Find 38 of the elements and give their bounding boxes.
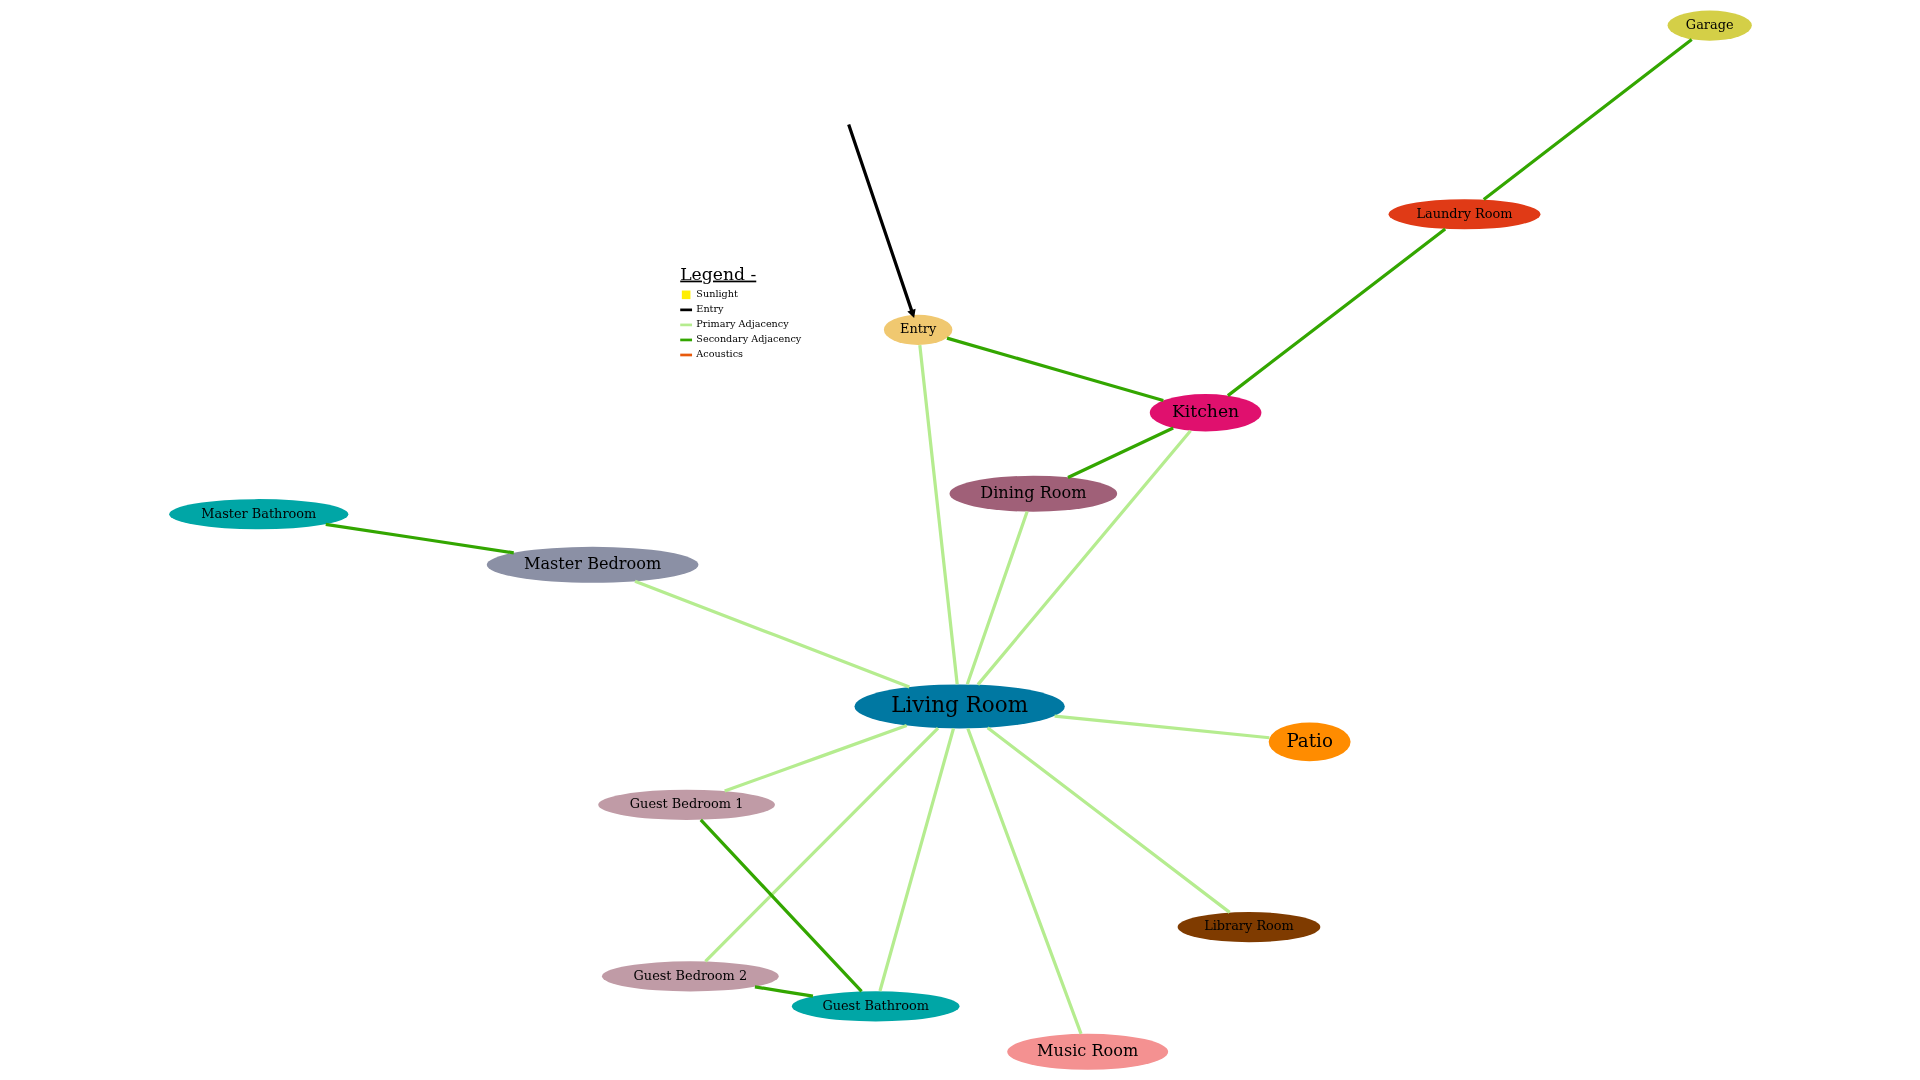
- label: Legend -: [679, 263, 756, 284]
- connector: [754, 985, 813, 998]
- node-ellipse: Library Room: [1177, 912, 1320, 943]
- connector: [1482, 38, 1693, 201]
- node-ellipse: Master Bedroom: [486, 546, 698, 583]
- legend-label: Sunlight: [695, 288, 738, 300]
- connector: [699, 818, 863, 993]
- node-ellipse: Music Room: [1006, 1033, 1168, 1070]
- connector: [1226, 227, 1446, 397]
- connector: [1053, 714, 1269, 740]
- node-ellipse: Laundry Room: [1388, 199, 1540, 230]
- connector: [917, 345, 959, 685]
- node-ellipse: Entry: [883, 314, 952, 345]
- node-ellipse: Guest Bedroom 1: [597, 789, 775, 820]
- connector: [946, 336, 1164, 403]
- connector: [1066, 426, 1174, 479]
- connector: [325, 522, 514, 555]
- node-ellipse: Guest Bedroom 2: [601, 961, 779, 992]
- node-ellipse: Master Bathroom: [168, 499, 348, 530]
- connector: [723, 724, 907, 793]
- node-ellipse: Garage: [1667, 10, 1752, 41]
- node-ellipse: Living Room: [854, 684, 1065, 729]
- node-ellipse: Kitchen: [1149, 394, 1261, 432]
- node-ellipse: Guest Bathroom: [791, 991, 959, 1022]
- connector: [965, 728, 1083, 1035]
- legend-label: Primary Adjacency: [695, 318, 789, 330]
- connector: [986, 726, 1231, 914]
- node-ellipse: Dining Room: [949, 475, 1117, 512]
- arrow: [846, 123, 916, 318]
- connector: [976, 429, 1192, 686]
- legend-label: Secondary Adjacency: [695, 333, 801, 345]
- connector: [965, 511, 1029, 685]
- legend-label: Acoustics: [695, 348, 743, 360]
- node-ellipse: Patio: [1268, 722, 1351, 762]
- connector: [703, 726, 939, 963]
- legend-label: Entry: [695, 303, 724, 315]
- connector: [877, 728, 955, 992]
- connector: [633, 579, 910, 689]
